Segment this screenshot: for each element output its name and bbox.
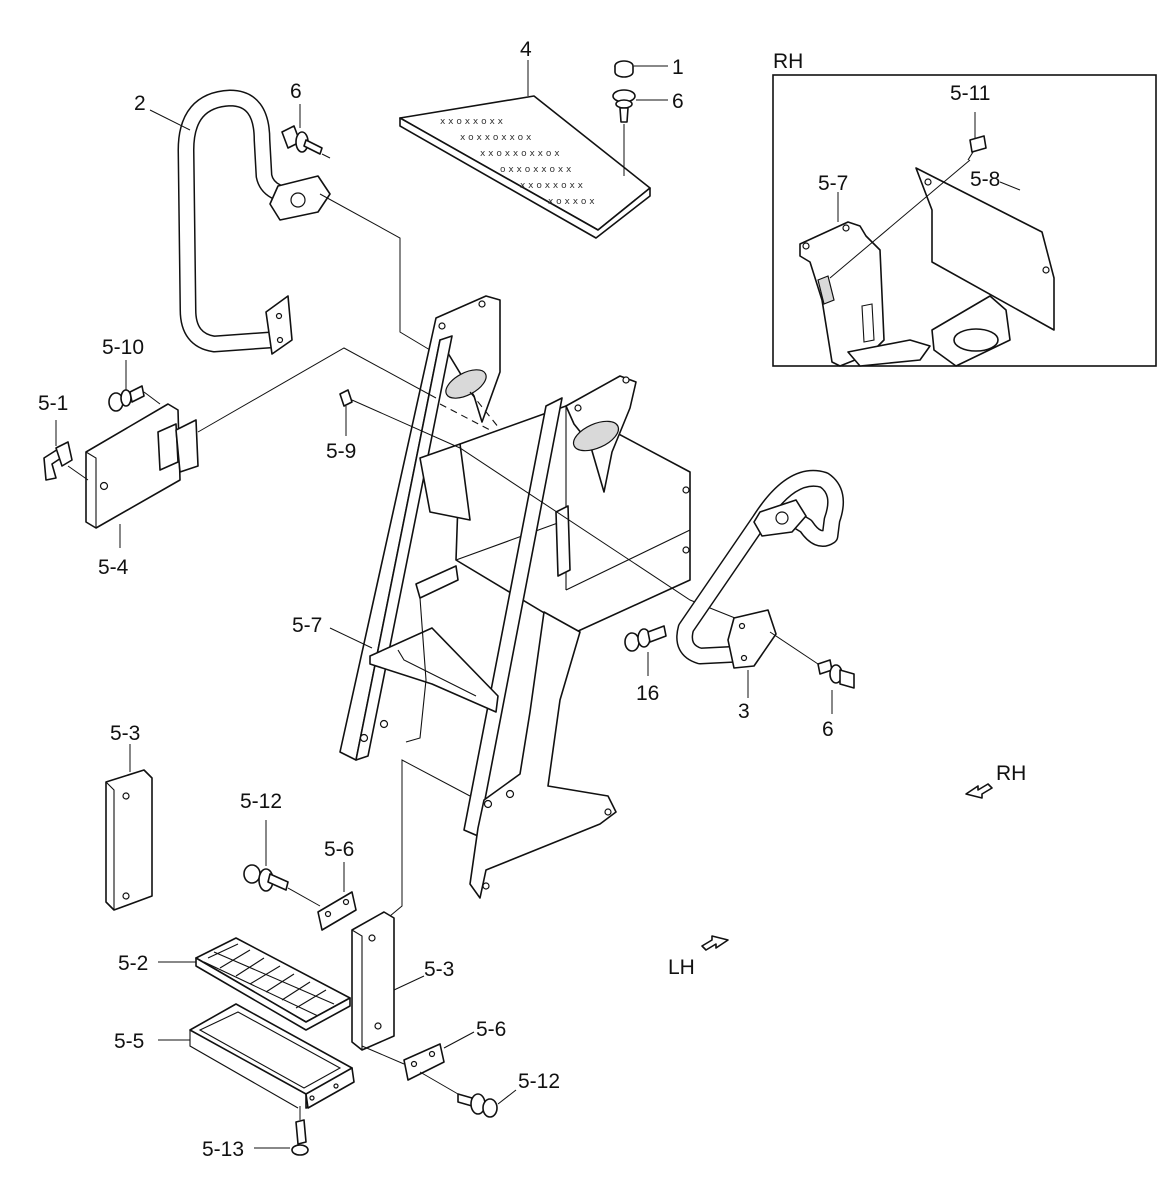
label-5-6-bottom: 5-6 — [476, 1018, 506, 1041]
inset-plate-5-8 — [915, 167, 1055, 331]
label-5-13: 5-13 — [202, 1138, 244, 1161]
label-6-left: 6 — [290, 80, 302, 103]
handrail-3 — [676, 469, 845, 669]
label-2: 2 — [134, 92, 146, 115]
bracket-5-5 — [189, 1003, 355, 1109]
inset-cushion — [931, 295, 1011, 367]
label-5-1: 5-1 — [38, 392, 68, 415]
svg-text:x x o x x o x x o x: x x o x x o x x o x — [480, 149, 560, 159]
inset-label-5-8: 5-8 — [970, 168, 1000, 191]
handrail-2 — [177, 89, 331, 355]
inset-title: RH — [773, 50, 803, 73]
inset-label-5-11: 5-11 — [950, 82, 990, 105]
main-frame-5-7 — [339, 295, 691, 899]
label-5-3-top: 5-3 — [110, 722, 140, 745]
direction-rh: RH — [996, 762, 1026, 785]
inset-bracket-5-7 — [799, 221, 931, 367]
svg-text:x x o x x o x x: x x o x x o x x — [520, 181, 584, 191]
bolt-5-9 — [339, 389, 353, 407]
label-6-top: 6 — [672, 90, 684, 113]
clip-5-1 — [43, 441, 73, 481]
bolt-5-12-bottom — [457, 1093, 498, 1118]
inset-label-5-7: 5-7 — [818, 172, 848, 195]
step-plate-4: x x o x x o x x x o x x o x x o x x x o … — [399, 95, 651, 239]
plate-5-3-left — [105, 769, 153, 911]
label-5-7: 5-7 — [292, 614, 322, 637]
bolt-6-right — [817, 659, 855, 689]
label-5-5: 5-5 — [114, 1030, 144, 1053]
svg-text:x o x x o x: x o x x o x — [548, 197, 595, 207]
tread-5-2 — [195, 937, 351, 1031]
label-5-6-top: 5-6 — [324, 838, 354, 861]
washer-plate-5-6-bottom — [403, 1043, 445, 1081]
svg-text:x x o x x o x x: x x o x x o x x — [440, 117, 504, 127]
svg-text:o x x o x x o x x: o x x o x x o x x — [500, 165, 572, 175]
inset-bolt-5-11 — [967, 135, 987, 161]
label-5-9: 5-9 — [326, 440, 356, 463]
label-5-4: 5-4 — [98, 556, 129, 579]
label-1: 1 — [672, 56, 684, 79]
side-panel-5-4 — [85, 403, 199, 529]
bolt-16 — [624, 625, 667, 652]
rh-inset-panel: RH 5-11 5-8 — [772, 50, 1157, 367]
plate-5-3-center — [351, 911, 395, 1051]
label-5-12-bottom: 5-12 — [518, 1070, 560, 1093]
label-6-right: 6 — [822, 718, 834, 741]
label-5-3-center: 5-3 — [424, 958, 454, 981]
label-3: 3 — [738, 700, 750, 723]
label-5-12-top: 5-12 — [240, 790, 282, 813]
svg-text:x o x x o x x o x: x o x x o x x o x — [460, 133, 532, 143]
bolt-6-left — [281, 125, 323, 155]
label-5-2: 5-2 — [118, 952, 148, 975]
bolt-6-top — [612, 89, 636, 123]
label-16: 16 — [636, 682, 659, 705]
direction-lh: LH — [668, 956, 695, 979]
rh-direction-arrow — [965, 783, 993, 799]
label-4: 4 — [520, 38, 532, 61]
label-5-10: 5-10 — [102, 336, 144, 359]
washer-plate-5-6-top — [317, 891, 357, 931]
bolt-5-10 — [108, 385, 145, 412]
screw-5-13 — [291, 1119, 309, 1156]
cap-1 — [614, 60, 634, 78]
bolt-5-12-top — [243, 864, 289, 892]
lh-direction-arrow — [701, 935, 729, 951]
